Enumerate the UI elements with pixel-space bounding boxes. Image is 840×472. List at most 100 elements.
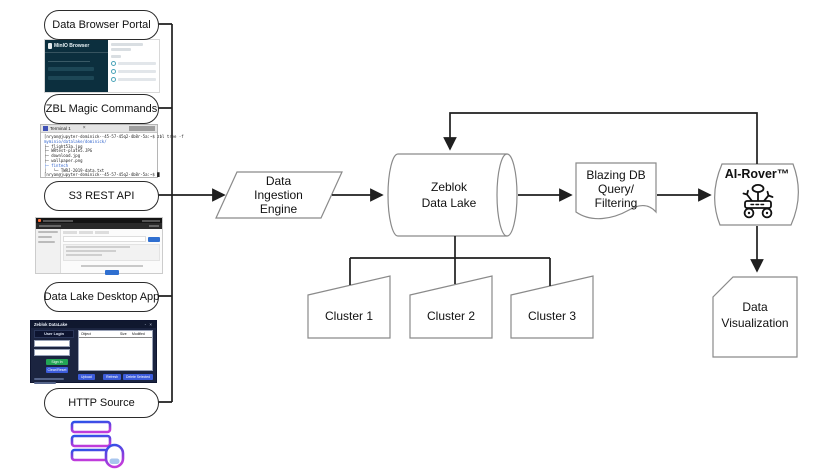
text-placeholder — [111, 43, 143, 46]
minio-search-mock — [48, 57, 90, 62]
minio-logo-icon — [48, 43, 52, 49]
terminal-tab-label: Terminal 1 — [50, 126, 71, 131]
cluster3-shape — [510, 275, 594, 339]
tab-placeholder — [63, 231, 77, 234]
window-title: Zeblok DataLake — [34, 322, 68, 327]
text-placeholder — [80, 265, 143, 267]
login-header: User Login — [34, 330, 74, 338]
window-controls: - × — [144, 322, 153, 327]
label-line: Engine — [259, 202, 298, 216]
text-placeholder — [111, 55, 121, 58]
column-size: Size — [120, 332, 127, 336]
minio-sidebar: MinIO Browser — [45, 40, 108, 92]
column-object: Object — [81, 332, 91, 336]
feedback-rover-to-lake — [443, 112, 758, 164]
request-pane — [61, 229, 162, 275]
data-browser-portal-screenshot: MinIO Browser — [44, 39, 160, 93]
text-placeholder — [34, 382, 56, 384]
url-input-mock — [63, 236, 146, 242]
ingestion-engine-label: Data Ingestion Engine — [215, 172, 342, 218]
label-line: Blazing DB — [586, 168, 646, 182]
minio-object-row — [111, 69, 156, 74]
node-http-source: HTTP Source — [44, 388, 159, 418]
window-body: User Login Sign In Clear/Reset Object Si… — [31, 328, 156, 384]
minio-menu-item — [48, 67, 94, 71]
label-line: Cluster 3 — [527, 308, 577, 323]
login-panel: User Login Sign In Clear/Reset — [34, 330, 74, 384]
terminal-line: myminio/datalake/dominick/ — [44, 138, 107, 144]
app-toolbar — [36, 223, 162, 229]
cluster1-shape — [307, 275, 391, 339]
s3-rest-api-screenshot — [35, 217, 163, 275]
terminal-line: ├─ wallpaper.png — [44, 157, 83, 163]
server-stack-icon — [70, 420, 125, 469]
text-placeholder — [34, 378, 64, 380]
password-field-mock — [34, 349, 70, 356]
object-icon — [111, 61, 116, 66]
text-placeholder — [118, 78, 156, 81]
node-zbl-magic-commands: ZBL Magic Commands — [44, 94, 159, 124]
text-placeholder — [38, 241, 55, 243]
window-titlebar: Zeblok DataLake - × — [31, 321, 156, 328]
text-placeholder — [66, 254, 103, 256]
close-icon: × — [82, 125, 86, 131]
text-placeholder — [43, 219, 73, 222]
server-indicator-light — [109, 458, 120, 464]
minio-header: MinIO Browser — [45, 40, 108, 53]
text-placeholder — [39, 225, 61, 227]
label-line: Filtering — [594, 196, 638, 210]
delete-selected-button-mock: Delete Selected — [123, 373, 153, 380]
blazing-db-document-shape — [575, 162, 657, 220]
text-placeholder — [118, 62, 156, 65]
object-icon — [111, 69, 116, 74]
label-line: Data — [742, 300, 768, 314]
text-placeholder — [142, 219, 160, 222]
mars-rover-icon — [742, 184, 774, 219]
data-lake-desktop-screenshot: Zeblok DataLake - × User Login Sign In C… — [30, 320, 157, 384]
label-line: Query/ — [597, 182, 634, 196]
cluster2-shape — [409, 275, 493, 339]
terminal-output: [nryan@jupyter-dominick--45-57-45q2-4b8r… — [41, 133, 184, 180]
list-header-row: Object Size Modified — [79, 331, 152, 338]
blue-button-mock — [104, 270, 119, 275]
text-placeholder — [66, 250, 117, 252]
blazing-db-label: Blazing DB Query/ Filtering — [576, 164, 656, 214]
send-button-mock — [148, 236, 160, 242]
text-placeholder — [38, 231, 58, 233]
collections-sidebar — [36, 229, 61, 273]
label-line: Ingestion — [254, 188, 303, 202]
terminal-line: ├─ download.jpg — [44, 153, 81, 159]
label-line: Zeblok — [430, 180, 468, 194]
sign-in-button-mock: Sign In — [46, 359, 68, 365]
url-row — [63, 236, 160, 242]
ai-rover-label: AI-Rover™ — [718, 167, 796, 181]
bottom-button-row: Upload Refresh Delete Selected — [78, 373, 153, 380]
terminal-line: [nryan@jupyter-dominick--45-57-45q2-4b8r… — [44, 172, 160, 178]
label-line: Visualization — [721, 316, 789, 330]
minio-object-row — [111, 61, 156, 66]
terminal-line: │ └─ TWRJ-2019-data.txt — [44, 167, 105, 173]
refresh-button-mock: Refresh — [103, 373, 122, 380]
data-lake-cylinder-cap-line — [496, 153, 508, 237]
username-field-mock — [34, 340, 70, 347]
node-label: Data Browser Portal — [52, 19, 151, 31]
request-tabs — [63, 231, 160, 234]
cluster3-label: Cluster 3 — [511, 293, 593, 338]
label-line: AI-Rover™ — [724, 167, 790, 181]
terminal-line: [nryan@jupyter-dominick--45-57-45q2-4b8r… — [44, 134, 184, 139]
minio-menu-item — [48, 76, 94, 80]
data-lake-label: Zeblok Data Lake — [393, 154, 505, 236]
text-placeholder — [118, 70, 156, 73]
ingestion-engine-shape — [215, 171, 343, 219]
node-label: S3 REST API — [68, 190, 135, 202]
minio-title: MinIO Browser — [54, 43, 90, 49]
request-body-panel — [63, 244, 160, 261]
text-placeholder — [66, 246, 130, 248]
terminal-line: ├─ WRtest-plate5.JPG — [44, 148, 93, 154]
app-titlebar — [36, 218, 162, 223]
bus-stem-lines — [157, 23, 172, 403]
tab-placeholder — [95, 231, 109, 234]
text-placeholder — [111, 48, 132, 51]
